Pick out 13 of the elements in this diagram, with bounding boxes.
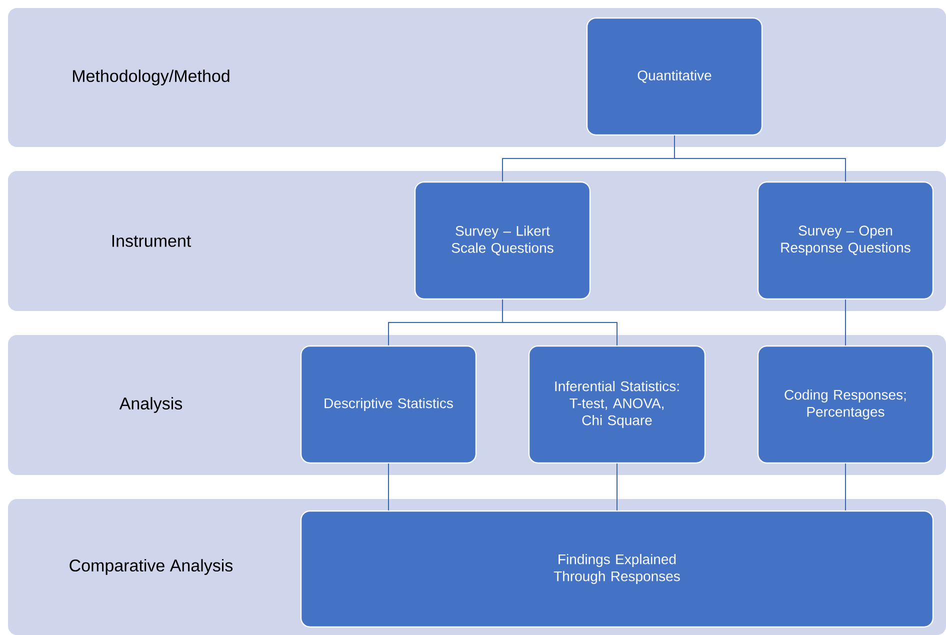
process-box: Coding Responses; Percentages: [757, 345, 934, 464]
process-box: Descriptive Statistics: [300, 345, 477, 464]
connector-line: [616, 463, 618, 511]
connector-line: [845, 463, 846, 511]
process-box: Survey – Likert Scale Questions: [414, 181, 591, 300]
connector-line: [502, 299, 618, 346]
connector-line: [845, 299, 846, 346]
connector-line: [674, 135, 846, 182]
process-box: Survey – Open Response Questions: [757, 181, 934, 300]
connector-line: [388, 463, 389, 511]
process-box: Inferential Statistics: T-test, ANOVA, Chi Square: [528, 345, 706, 464]
process-box: Quantitative: [586, 17, 763, 136]
process-box: Findings Explained Through Responses: [300, 510, 934, 628]
